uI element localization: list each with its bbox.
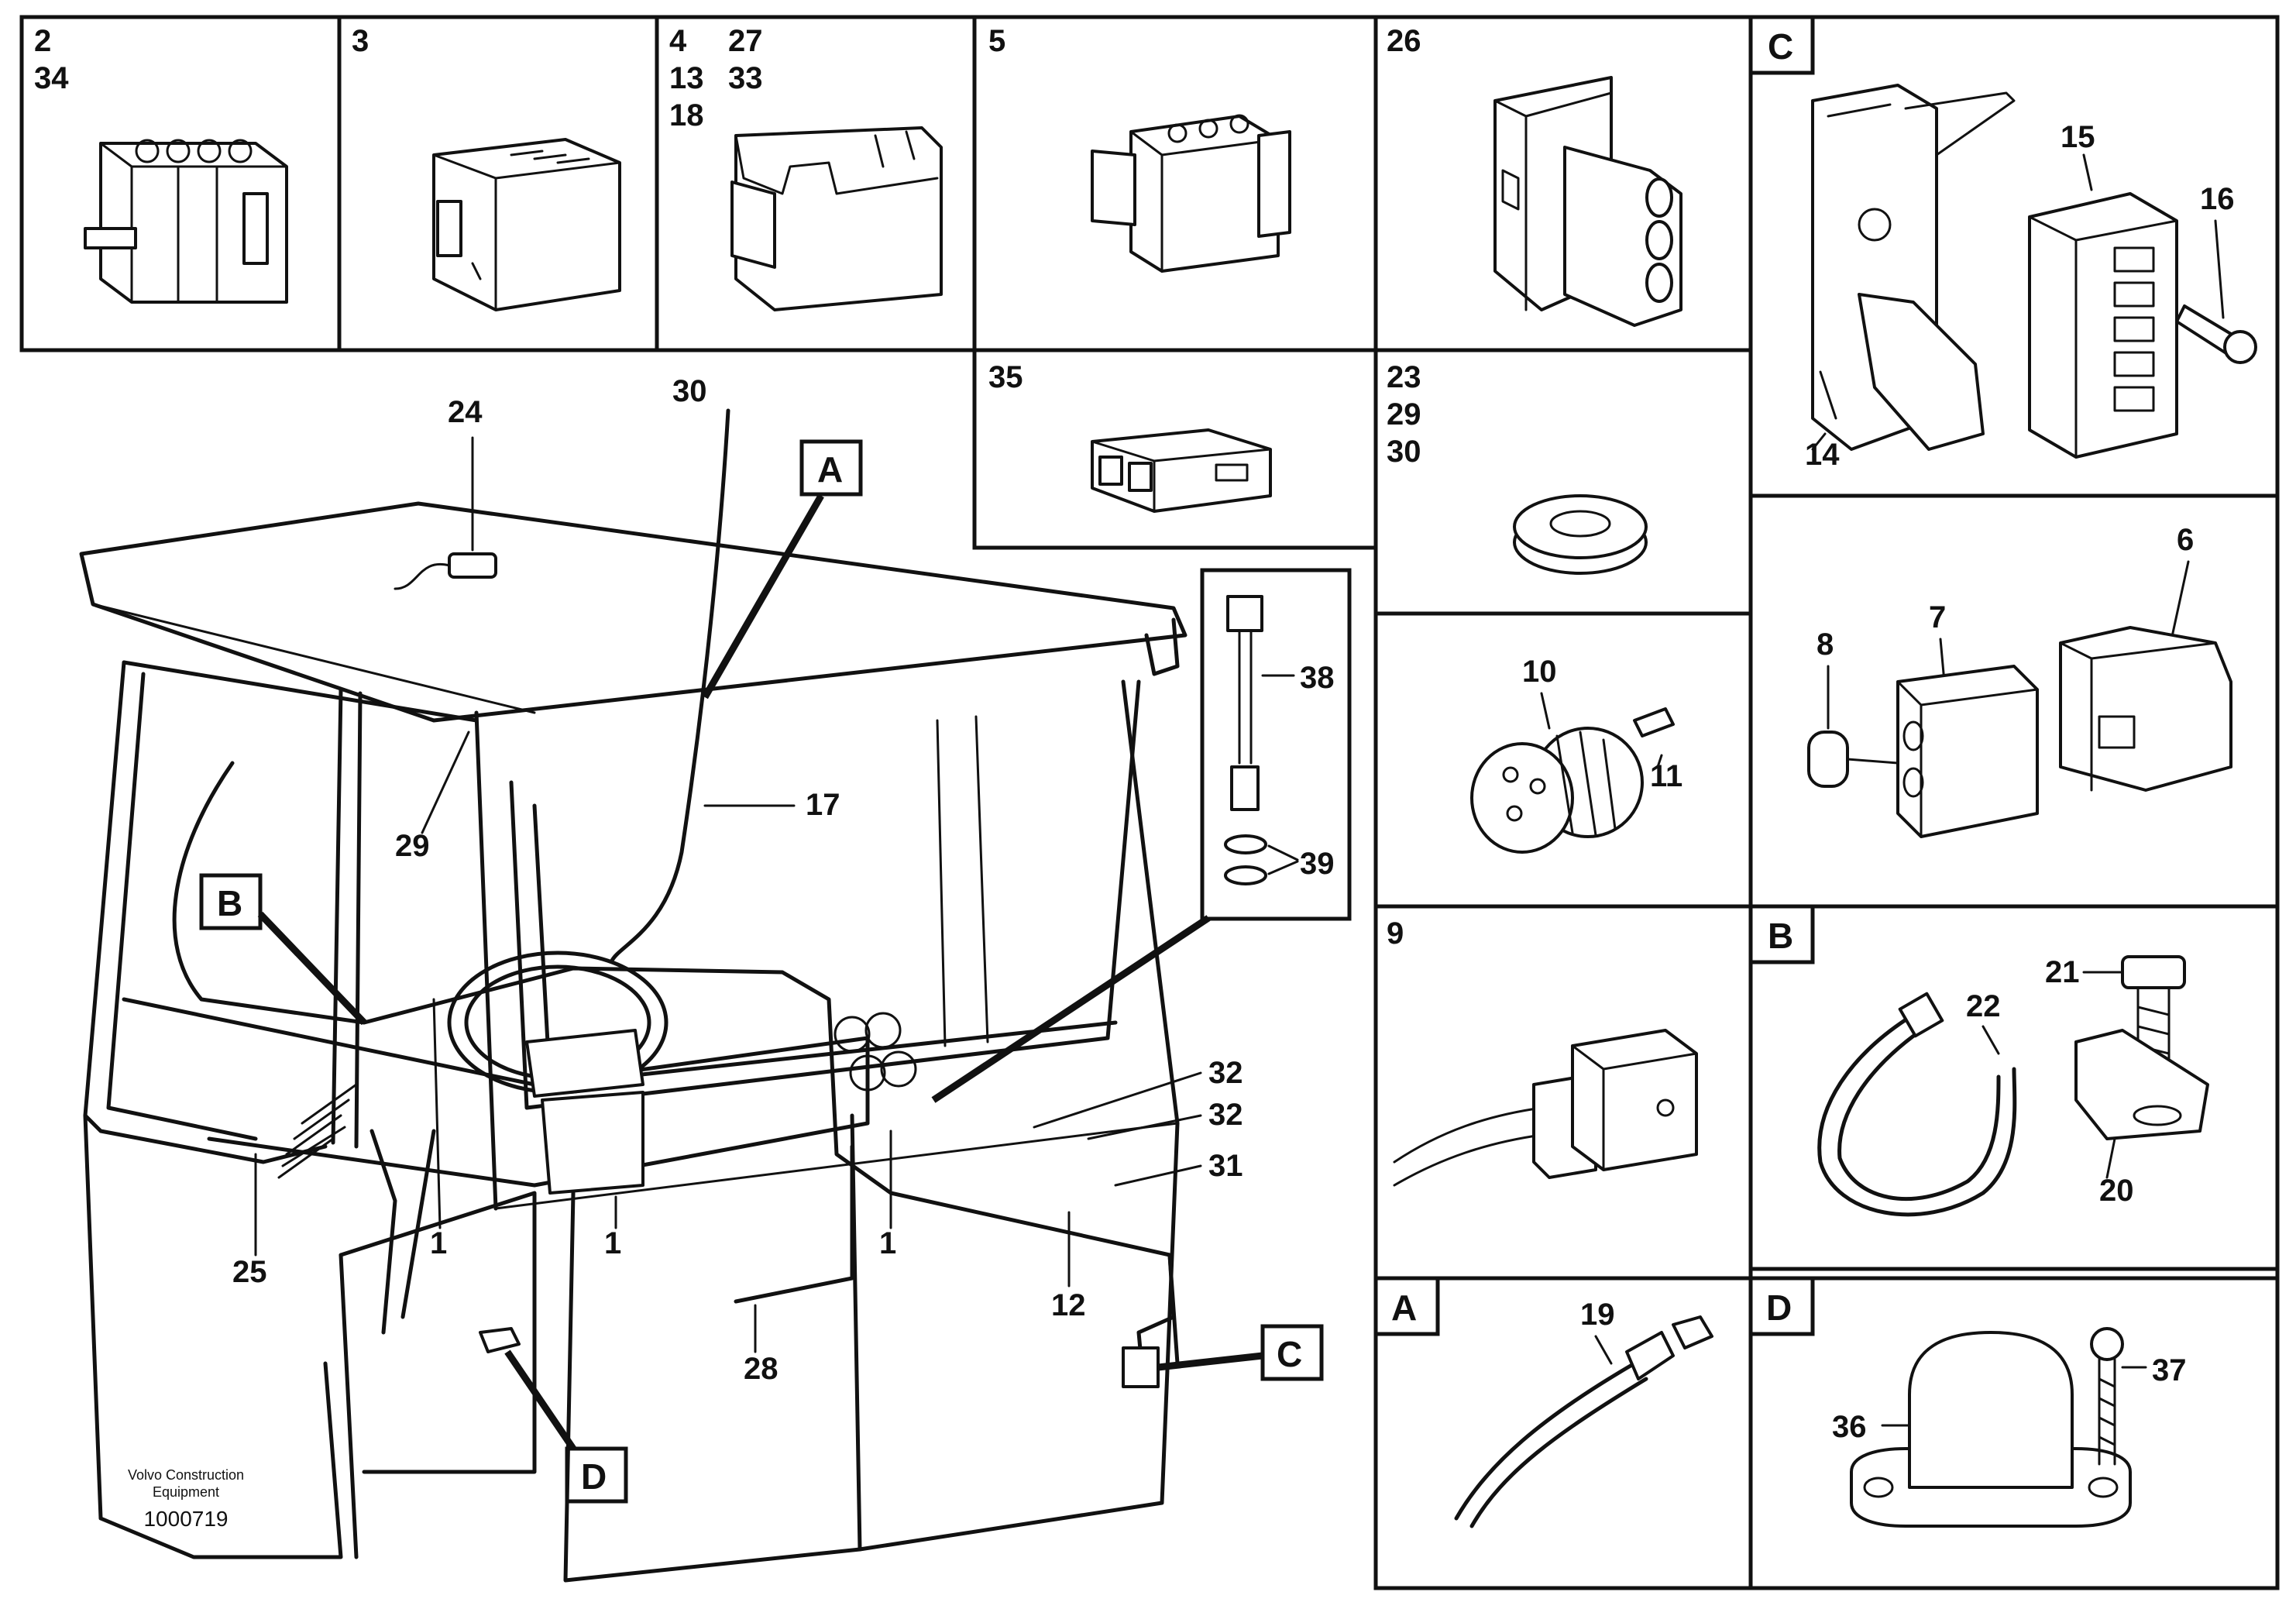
panel-socket-10-11: 10 11: [1373, 611, 1753, 909]
callout-label: 30: [672, 374, 707, 408]
callout-label: 1: [430, 1226, 447, 1260]
panel-connector-9: 9: [1373, 904, 1753, 1281]
callout-label: 26: [1387, 24, 1421, 58]
detail-ref-letter: A: [817, 449, 843, 490]
cab-main-view: 24 30 29 17 25 1 1 1 28 12 32 32 31 A B: [79, 374, 1324, 1583]
buzzer-icon: [1850, 1327, 2147, 1528]
cable-with-terminal-icon: [1454, 1315, 1713, 1528]
panel-detail-c: C 15 16 14: [1748, 15, 2280, 498]
callout-label: 27: [728, 24, 763, 58]
detail-letter: A: [1391, 1288, 1417, 1328]
callout-label: 35: [988, 360, 1023, 394]
panel-connector-2-34: 2 34: [19, 15, 342, 352]
callout-label: 29: [395, 829, 430, 863]
connector-clip-housing-icon: [730, 126, 943, 311]
callout-label: 23: [1387, 360, 1421, 394]
detail-letter: D: [1766, 1288, 1792, 1328]
connector-3pin-icon: [1091, 114, 1291, 273]
panel-connector-4-27-13-33-18: 4 27 13 33 18: [655, 15, 977, 352]
detail-ref-letter: D: [581, 1456, 607, 1497]
callout-label: 16: [2200, 182, 2235, 216]
detail-letter: C: [1768, 26, 1793, 67]
connector-housing-6-icon: [2059, 560, 2232, 792]
callout-label: 20: [2099, 1174, 2134, 1208]
brand-line-1: Volvo Construction: [128, 1467, 244, 1483]
detail-ref-letter: B: [217, 883, 242, 923]
callout-label: 12: [1051, 1288, 1086, 1322]
connector-bracket-icon: [1493, 76, 1682, 327]
panel-detail-a: A 19: [1373, 1276, 1753, 1590]
callout-label: 30: [1387, 435, 1421, 469]
connector-body-7-icon: [1896, 638, 2039, 838]
callout-label: 37: [2152, 1353, 2187, 1387]
callout-label: 32: [1208, 1056, 1243, 1090]
detail-letter: B: [1768, 916, 1793, 956]
pin-11-icon: [1633, 707, 1675, 768]
callout-label: 38: [1300, 661, 1335, 695]
panel-connector-3: 3: [337, 15, 659, 352]
panel-connector-26: 26: [1373, 15, 1753, 352]
callout-label: 17: [806, 788, 840, 822]
drawing-caption: Volvo Construction Equipment 1000719: [128, 1467, 244, 1531]
callout-label: 2: [34, 24, 51, 58]
callout-label: 33: [728, 61, 763, 95]
detail-ref-d: [565, 1446, 628, 1504]
callout-label: 5: [988, 24, 1005, 58]
terminal-8-icon: [1807, 665, 1899, 788]
connector-12pin-icon: [84, 139, 288, 304]
callout-label: 4: [669, 24, 687, 58]
fuse-holder-icon: [1224, 595, 1299, 885]
detail-ref-c: [1260, 1324, 1324, 1381]
panel-grommet-23-29-30: 23 29 30: [1373, 348, 1753, 616]
callout-label: 1: [604, 1226, 621, 1260]
callout-label: 39: [1300, 847, 1335, 881]
callout-label: 28: [744, 1352, 779, 1386]
callout-label: 13: [669, 61, 704, 95]
panel-connector-5: 5: [972, 15, 1378, 352]
callout-label: 19: [1580, 1298, 1615, 1332]
screw-icon: [2175, 219, 2257, 364]
panel-connector-35: 35: [972, 348, 1378, 550]
detail-ref-letter: C: [1277, 1334, 1302, 1374]
detail-ref-a: [799, 439, 863, 497]
detail-ref-b: [199, 873, 263, 930]
mounting-bracket-icon: [1811, 84, 2016, 451]
callout-label: 3: [352, 24, 369, 58]
screw-and-clip-icon: [2074, 955, 2209, 1179]
callout-label: 32: [1208, 1098, 1243, 1132]
callout-label: 10: [1522, 655, 1557, 689]
callout-label: 29: [1387, 397, 1421, 431]
callout-label: 18: [669, 98, 704, 132]
callout-label: 1: [879, 1226, 896, 1260]
callout-label: 9: [1387, 916, 1404, 951]
round-socket-icon: [1470, 692, 1644, 854]
panel-connector-6-7-8: 6 7 8: [1748, 493, 2280, 909]
relay-socket-icon: [2028, 153, 2178, 459]
callout-label: 7: [1929, 600, 1946, 634]
callout-label: 22: [1966, 989, 2001, 1023]
cable-connector-icon: [1393, 1029, 1698, 1187]
panel-detail-b: B 21 22 20: [1748, 904, 2280, 1271]
callout-label: 36: [1832, 1410, 1867, 1444]
cable-tie-icon: [1817, 992, 2017, 1217]
connector-housing-icon: [432, 138, 621, 311]
panel-detail-d: D 37 36: [1748, 1276, 2280, 1590]
grommet-icon: [1513, 494, 1648, 575]
callout-label: 25: [232, 1255, 267, 1289]
callout-label: 31: [1208, 1149, 1243, 1183]
callout-label: 24: [448, 395, 483, 429]
drawing-number: 1000719: [143, 1507, 228, 1531]
callout-label: 15: [2061, 120, 2095, 154]
callout-label: 21: [2045, 955, 2080, 989]
callout-label: 8: [1817, 627, 1834, 662]
callout-label: 34: [34, 61, 69, 95]
callout-label: 11: [1650, 759, 1682, 793]
callout-label: 6: [2177, 523, 2194, 557]
panel-fuse-38-39: 38 39: [1200, 568, 1352, 921]
brand-line-2: Equipment: [153, 1484, 219, 1500]
flat-connector-icon: [1091, 428, 1272, 513]
callout-label: 14: [1805, 438, 1840, 472]
